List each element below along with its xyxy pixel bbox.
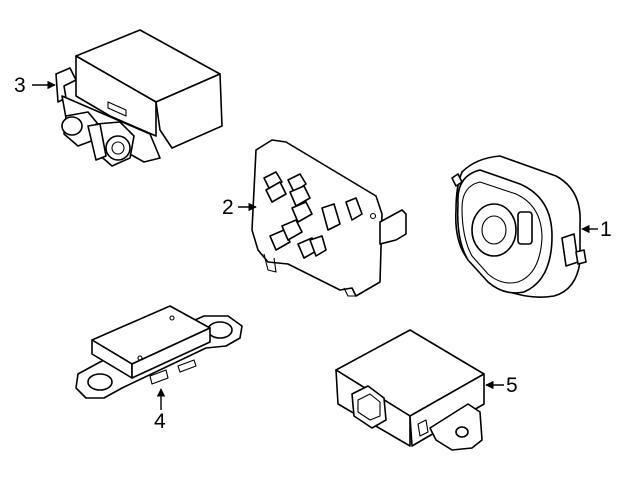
part-1-siren-module[interactable] xyxy=(451,155,587,298)
callout-4-number: 4 xyxy=(154,410,166,433)
callout-2-number: 2 xyxy=(222,196,234,219)
part-2-fuse-relay-housing[interactable] xyxy=(251,139,407,297)
callout-2: 2 xyxy=(222,196,257,219)
part-4-sensor[interactable] xyxy=(75,305,243,399)
callout-1: 1 xyxy=(581,218,612,241)
callout-3-number: 3 xyxy=(14,74,26,97)
callout-4: 4 xyxy=(154,388,166,433)
callout-1-number: 1 xyxy=(600,218,612,241)
callout-3: 3 xyxy=(14,74,56,97)
part-5-control-module[interactable] xyxy=(335,329,485,451)
callout-5: 5 xyxy=(485,374,518,397)
part-3-control-module[interactable] xyxy=(55,29,223,167)
callout-5-number: 5 xyxy=(506,374,518,397)
